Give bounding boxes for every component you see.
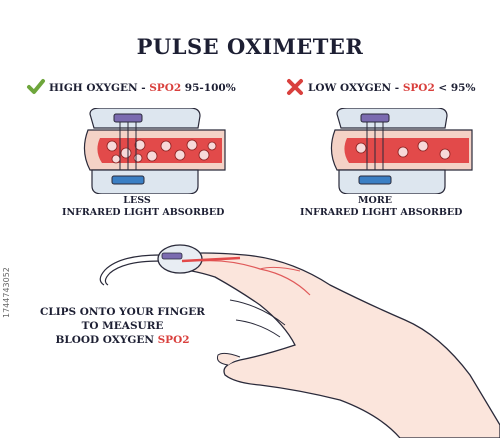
sensor-bottom-housing [91, 169, 199, 194]
low-oxygen-label: LOW OXYGEN - SPO2 < 95% [308, 82, 475, 94]
clip-line2: TO MEASURE [81, 320, 164, 332]
thumb-nail [217, 352, 241, 366]
light-emitter [113, 113, 143, 123]
high-oxygen-caption: LESS INFRARED LIGHT ABSORBED [62, 195, 225, 219]
stock-id: 1744743052 [2, 267, 11, 318]
oximeter-emitter [161, 252, 183, 260]
low-oxygen-range: < 95% [434, 82, 476, 94]
clip-line3: BLOOD OXYGEN SPO2 [40, 333, 205, 347]
high-oxygen-prefix: HIGH OXYGEN - [49, 82, 150, 94]
sensor-top-housing [336, 108, 448, 129]
x-mark-icon [287, 79, 303, 95]
light-detector [358, 175, 392, 185]
high-oxygen-spo2: SPO2 [149, 82, 182, 94]
light-detector [111, 175, 145, 185]
sensor-top-housing [89, 108, 201, 129]
low-caption-line1: MORE [358, 195, 392, 206]
clip-line3-spo2: SPO2 [157, 334, 190, 346]
high-oxygen-label: HIGH OXYGEN - SPO2 95-100% [49, 82, 236, 94]
clip-line1: CLIPS ONTO YOUR FINGER [40, 306, 205, 318]
low-caption-line2: INFRARED LIGHT ABSORBED [300, 207, 463, 218]
red-blood-cells [106, 139, 217, 164]
high-caption-line2: INFRARED LIGHT ABSORBED [62, 207, 225, 218]
clip-line3-prefix: BLOOD OXYGEN [55, 334, 158, 346]
check-icon [27, 79, 45, 94]
hand [169, 252, 500, 438]
high-oxygen-range: 95-100% [181, 82, 236, 94]
page-title: PULSE OXIMETER [136, 34, 364, 59]
low-oxygen-spo2: SPO2 [402, 82, 435, 94]
low-oxygen-prefix: LOW OXYGEN - [308, 82, 403, 94]
hand-with-oximeter-illustration [99, 244, 500, 438]
sensor-bottom-housing [338, 169, 446, 194]
high-caption-line1: LESS [123, 195, 151, 206]
infrared-beam [181, 256, 241, 263]
clip-description: CLIPS ONTO YOUR FINGER TO MEASURE BLOOD … [40, 305, 205, 347]
light-emitter [360, 113, 390, 123]
low-oxygen-finger-diagram [330, 108, 473, 194]
low-oxygen-caption: MORE INFRARED LIGHT ABSORBED [300, 195, 463, 219]
red-blood-cells [355, 140, 451, 160]
high-oxygen-finger-diagram [83, 108, 226, 194]
